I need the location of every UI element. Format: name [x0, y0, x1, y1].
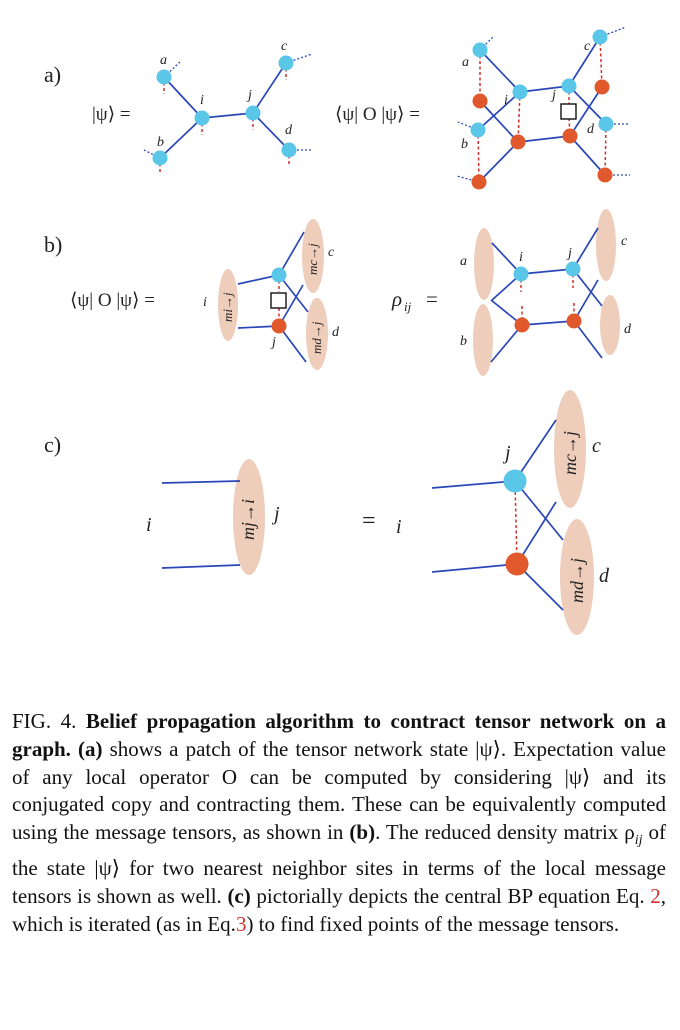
caption-text-6: ) to find fixed points of the message te…: [246, 911, 620, 936]
caption-rho-sub: ij: [634, 833, 643, 849]
caption-ref-eq3[interactable]: 3: [235, 911, 247, 936]
caption-text-1: shows a patch of the tensor network stat…: [12, 736, 666, 845]
label-d-b: d: [332, 325, 340, 340]
caption-text-4: pictorially depicts the central BP equat…: [250, 883, 651, 908]
label-i-b: i: [203, 295, 207, 310]
label-a-2: a: [462, 55, 469, 70]
message-label-c-to-j-c: mc→j: [560, 431, 580, 475]
label-i-c: i: [146, 514, 152, 536]
caption-ref-eq2[interactable]: 2: [650, 883, 661, 908]
bp-equation-lhs: i j mj→i: [146, 459, 280, 575]
caption-title: Belief propagation algorithm to contract…: [12, 709, 667, 761]
label-d-rho: d: [624, 322, 632, 337]
message-label-i-to-j: mi→j: [220, 292, 235, 322]
rho-equals: =: [426, 287, 438, 311]
panel-label-b: b): [44, 232, 62, 257]
psi-ket-label: |ψ⟩ =: [92, 104, 131, 125]
figure-diagram: a) |ψ⟩ = a b i j c d ⟨ψ| O |ψ⟩ =: [44, 26, 632, 635]
message-label-c-to-j: mc→j: [305, 243, 320, 275]
site-b-tensor: [152, 150, 168, 166]
rho-subscript: ij: [404, 299, 412, 314]
operator-o-box-b: [270, 292, 287, 309]
site-i-tensor: [194, 110, 210, 126]
caption-text-3: of the state |ψ⟩ for two nearest neighbo…: [12, 820, 666, 908]
bp-equals: =: [362, 508, 376, 534]
site-a-tensor: [156, 69, 172, 85]
label-d-2: d: [587, 122, 595, 137]
expectation-messages-network: i j c d mi→j mc→j md→j: [203, 219, 340, 370]
expectation-label-b: ⟨ψ| O |ψ⟩ =: [70, 290, 155, 311]
label-c-b: c: [328, 245, 335, 260]
label-a-rho: a: [460, 254, 467, 269]
label-b-2: b: [461, 137, 468, 152]
expectation-label-a: ⟨ψ| O |ψ⟩ =: [335, 104, 420, 125]
message-label-j-to-i: mj→i: [238, 499, 258, 540]
reduced-density-network: a b i j c d: [460, 209, 632, 376]
label-j-b: j: [270, 335, 276, 350]
message-d-to-j: [306, 298, 328, 370]
label-i-rho: i: [519, 250, 523, 265]
bp-equation-rhs: i j c d mc→j md→j: [396, 390, 610, 635]
label-c-2: c: [584, 39, 591, 54]
psi-network: a b i j c d: [143, 39, 313, 174]
operator-o-box: [560, 103, 577, 120]
label-d-c: d: [599, 565, 610, 587]
caption-text-5: , which is iterated (as in Eq.: [12, 883, 666, 936]
label-j: j: [246, 88, 252, 103]
caption-part-b: (b): [349, 820, 376, 845]
site-c-tensor: [278, 55, 294, 71]
label-c: c: [281, 39, 288, 54]
message-label-d-to-j: md→j: [309, 321, 324, 354]
site-d-tensor: [281, 142, 297, 158]
label-d: d: [285, 123, 293, 138]
label-c-c: c: [592, 435, 601, 457]
label-j-rho: j: [566, 246, 572, 261]
message-j-to-i: [233, 459, 265, 575]
message-i-to-j: [218, 269, 238, 341]
site-j-tensor: [245, 105, 261, 121]
label-j-c2: j: [502, 442, 511, 464]
panel-label-a: a): [44, 62, 61, 87]
label-i-2: i: [504, 93, 508, 108]
label-j-2: j: [550, 88, 556, 103]
label-b: b: [157, 135, 164, 150]
caption-prefix: FIG. 4.: [12, 709, 77, 733]
rho-label: ρ: [391, 287, 402, 311]
message-label-d-to-j-c: md→j: [567, 558, 587, 603]
label-i: i: [200, 93, 204, 108]
caption-part-a: (a): [78, 736, 103, 761]
double-layer-network: a b i j c d: [456, 26, 630, 190]
label-j-c: j: [271, 503, 280, 525]
caption-part-c: (c): [227, 883, 251, 908]
panel-label-c: c): [44, 432, 61, 457]
message-c-to-j: [302, 219, 324, 293]
label-i-c2: i: [396, 516, 402, 538]
label-a: a: [160, 53, 167, 68]
figure-caption: FIG. 4. Belief propagation algorithm to …: [12, 708, 666, 939]
label-b-rho: b: [460, 334, 467, 349]
label-c-rho: c: [621, 234, 628, 249]
caption-text-2: . The reduced density matrix ρ: [375, 820, 635, 845]
